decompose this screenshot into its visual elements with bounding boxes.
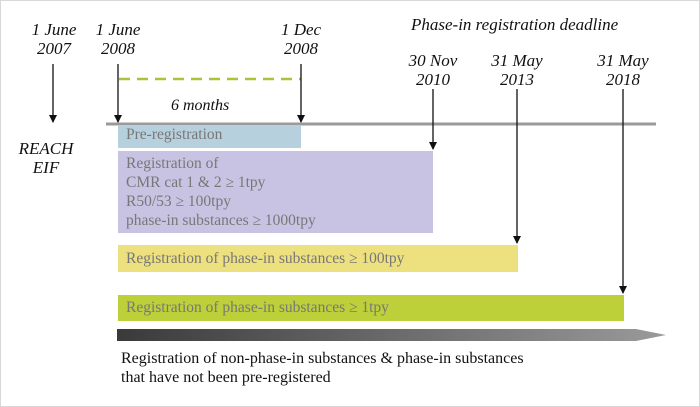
bar-first-deadline-line-1: Registration of (126, 155, 219, 172)
bar-first-deadline-line-2: CMR cat 1 & 2 ≥ 1tpy (126, 174, 266, 191)
bar-second-deadline: Registration of phase-in substances ≥ 10… (118, 245, 518, 272)
footnote-continuous-registration: Registration of non-phase-in substances … (121, 350, 524, 386)
six-months-label: 6 months (171, 97, 230, 114)
bar-second-deadline-label: Registration of phase-in substances ≥ 10… (126, 250, 405, 267)
heading-phase-in-deadline: Phase-in registration deadline (411, 15, 619, 34)
bar-preregistration-label: Pre-registration (126, 126, 223, 143)
bar-first-deadline: Registration of CMR cat 1 & 2 ≥ 1tpy R50… (118, 151, 433, 233)
continuous-registration-arrow (117, 329, 666, 341)
bar-first-deadline-line-3: R50/53 ≥ 100tpy (126, 193, 231, 210)
bar-third-deadline-label: Registration of phase-in substances ≥ 1t… (126, 299, 389, 316)
bar-third-deadline: Registration of phase-in substances ≥ 1t… (118, 295, 624, 321)
bar-preregistration: Pre-registration (118, 125, 301, 148)
bar-first-deadline-line-4: phase-in substances ≥ 1000tpy (126, 212, 316, 229)
